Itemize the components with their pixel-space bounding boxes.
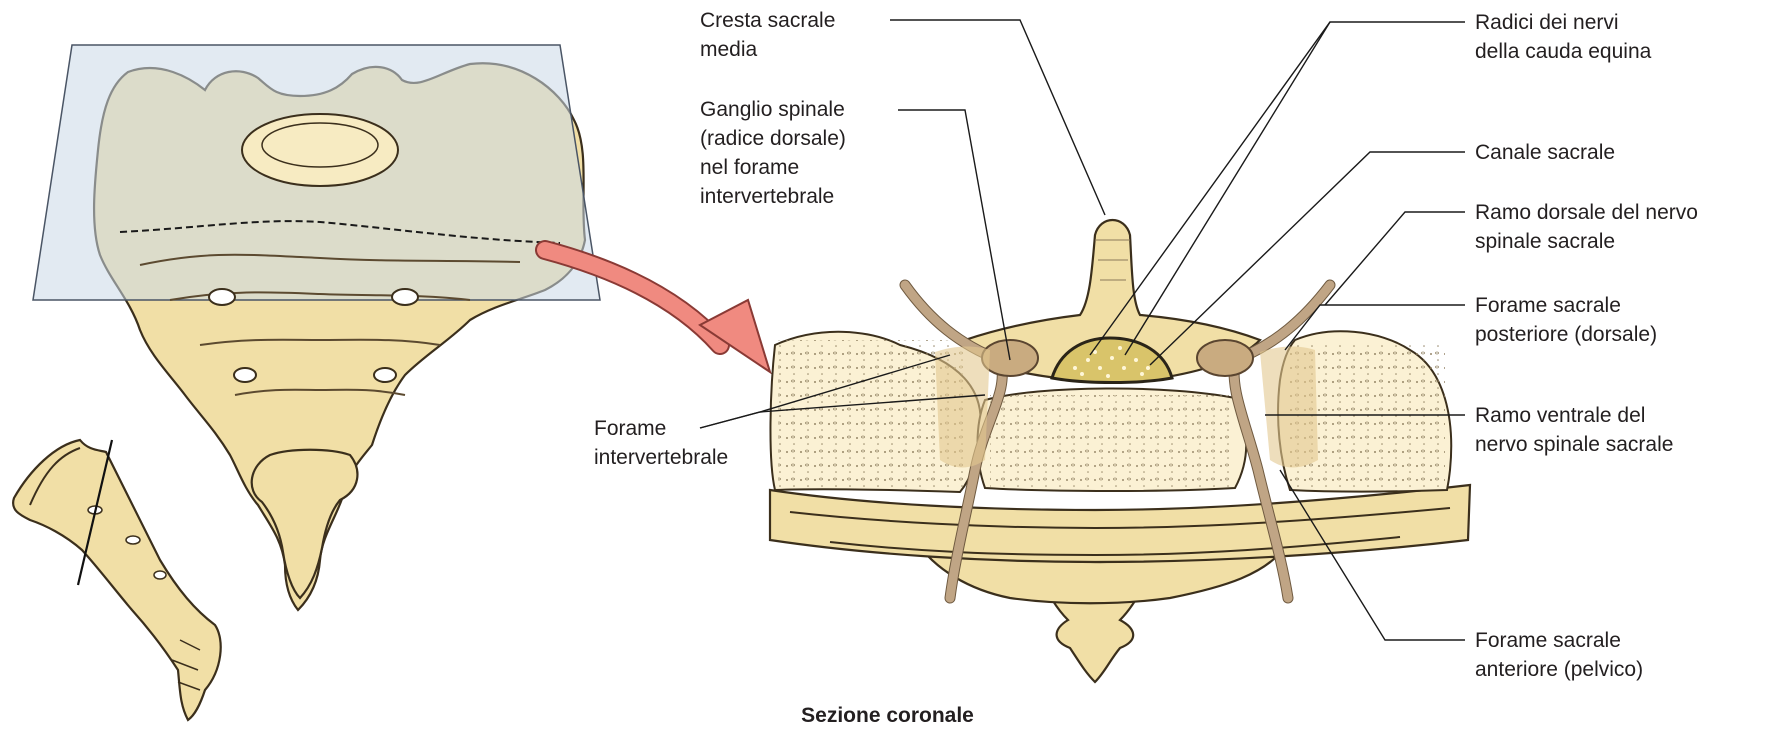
label-canale-sacrale: Canale sacrale xyxy=(1475,138,1615,167)
label-ramo-dorsale: Ramo dorsale del nervo spinale sacrale xyxy=(1475,198,1698,256)
coronal-section xyxy=(770,220,1470,682)
label-forame-sacrale-posteriore: Forame sacrale posteriore (dorsale) xyxy=(1475,291,1657,349)
label-forame-sacrale-anteriore: Forame sacrale anteriore (pelvico) xyxy=(1475,626,1643,684)
label-ganglio-spinale: Ganglio spinale (radice dorsale) nel for… xyxy=(700,95,846,211)
label-radici-cauda-equina: Radici dei nervi della cauda equina xyxy=(1475,8,1651,66)
section-arrow xyxy=(545,250,770,372)
label-ramo-ventrale: Ramo ventrale del nervo spinale sacrale xyxy=(1475,401,1673,459)
label-cresta-sacrale-media: Cresta sacrale media xyxy=(700,6,835,64)
label-forame-intervertebrale: Forame intervertebrale xyxy=(594,414,728,472)
sacrum-lateral-view xyxy=(13,440,221,720)
figure-caption: Sezione coronale xyxy=(0,704,1775,728)
